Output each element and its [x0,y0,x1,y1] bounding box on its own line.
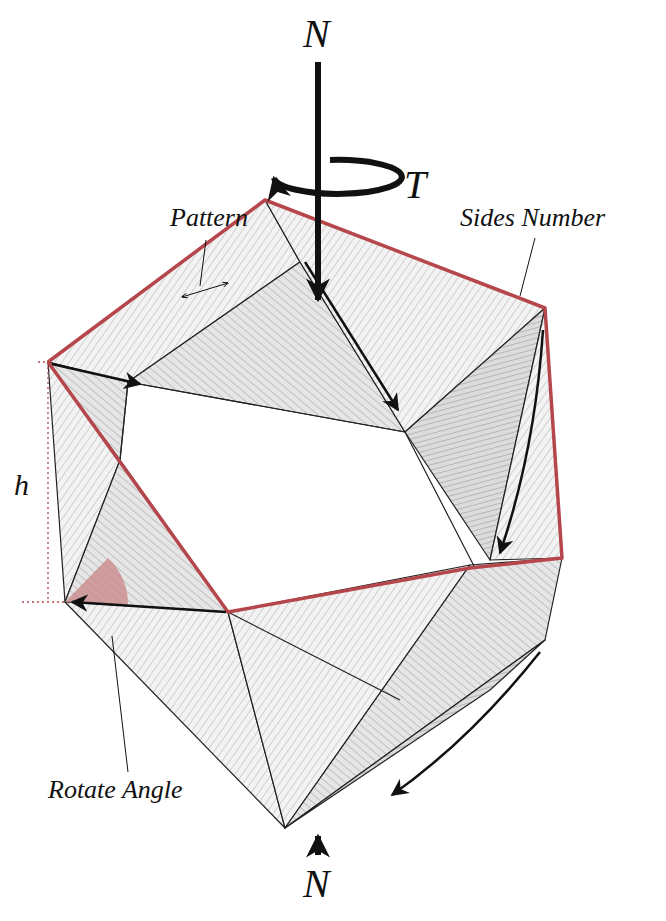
force-label: N [303,862,330,906]
height-label: h [14,468,29,501]
force-label: N [303,12,330,56]
pattern-label: Pattern [170,204,248,233]
torque-label: T [404,163,426,207]
angle-label: Rotate Angle [48,776,183,805]
sides-label: Sides Number [460,204,605,233]
